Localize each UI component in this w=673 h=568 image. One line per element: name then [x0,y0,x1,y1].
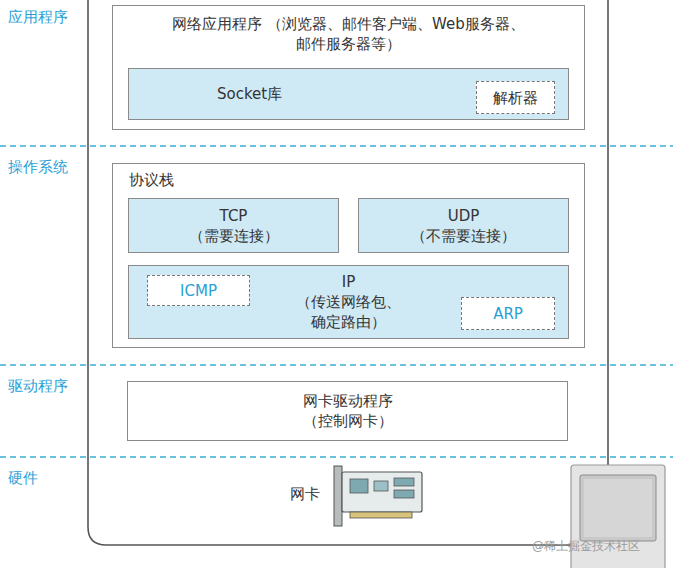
layer-label: 应用程序 [8,8,68,26]
layer-divider [0,364,673,366]
protocol-box: IP （传送网络包、 确定路由） ICMP ARP [128,265,569,339]
layer-divider [0,145,673,147]
node-text: 网卡驱动程序 （控制网卡） [288,391,408,431]
layer-label: 硬件 [8,469,38,487]
sub-protocol-box: ARP [461,297,555,330]
layer-label: 操作系统 [8,158,68,176]
node-text: IP （传送网络包、 确定路由） [289,272,409,332]
node-text: Socket库 [217,84,282,104]
layer-divider [0,456,673,458]
part-label: 网卡 [290,485,320,503]
node-text: ICMP [180,281,217,301]
sub-protocol-box: ICMP [147,275,250,306]
protocol-stack-box: 协议栈TCP （需要连接） UDP （不需要连接） IP （传送网络包、 确定路由）… [112,163,585,348]
computer-outline [88,0,608,545]
resolver-box: 解析器 [476,81,555,114]
network-card-icon [334,466,422,526]
library-box: Socket库 解析器 [128,68,569,120]
watermark: @稀土掘金技术社区 [532,537,640,555]
node-text: ARP [493,304,523,324]
node-text: TCP （需要连接） [174,206,294,246]
node-text: 解析器 [493,88,538,108]
node-text: 协议栈 [129,170,174,190]
node-text: UDP （不需要连接） [404,206,524,246]
protocol-box: UDP （不需要连接） [358,198,569,253]
layer-dividers [0,146,673,457]
layer-label: 驱动程序 [8,377,68,395]
protocol-box: TCP （需要连接） [128,198,339,253]
application-box: 网络应用程序 （浏览器、邮件客户端、Web服务器、邮件服务器等） Socket库 解… [112,5,585,130]
node-text: 网络应用程序 （浏览器、邮件客户端、Web服务器、邮件服务器等） [149,14,549,54]
driver-box: 网卡驱动程序 （控制网卡） [127,381,568,441]
